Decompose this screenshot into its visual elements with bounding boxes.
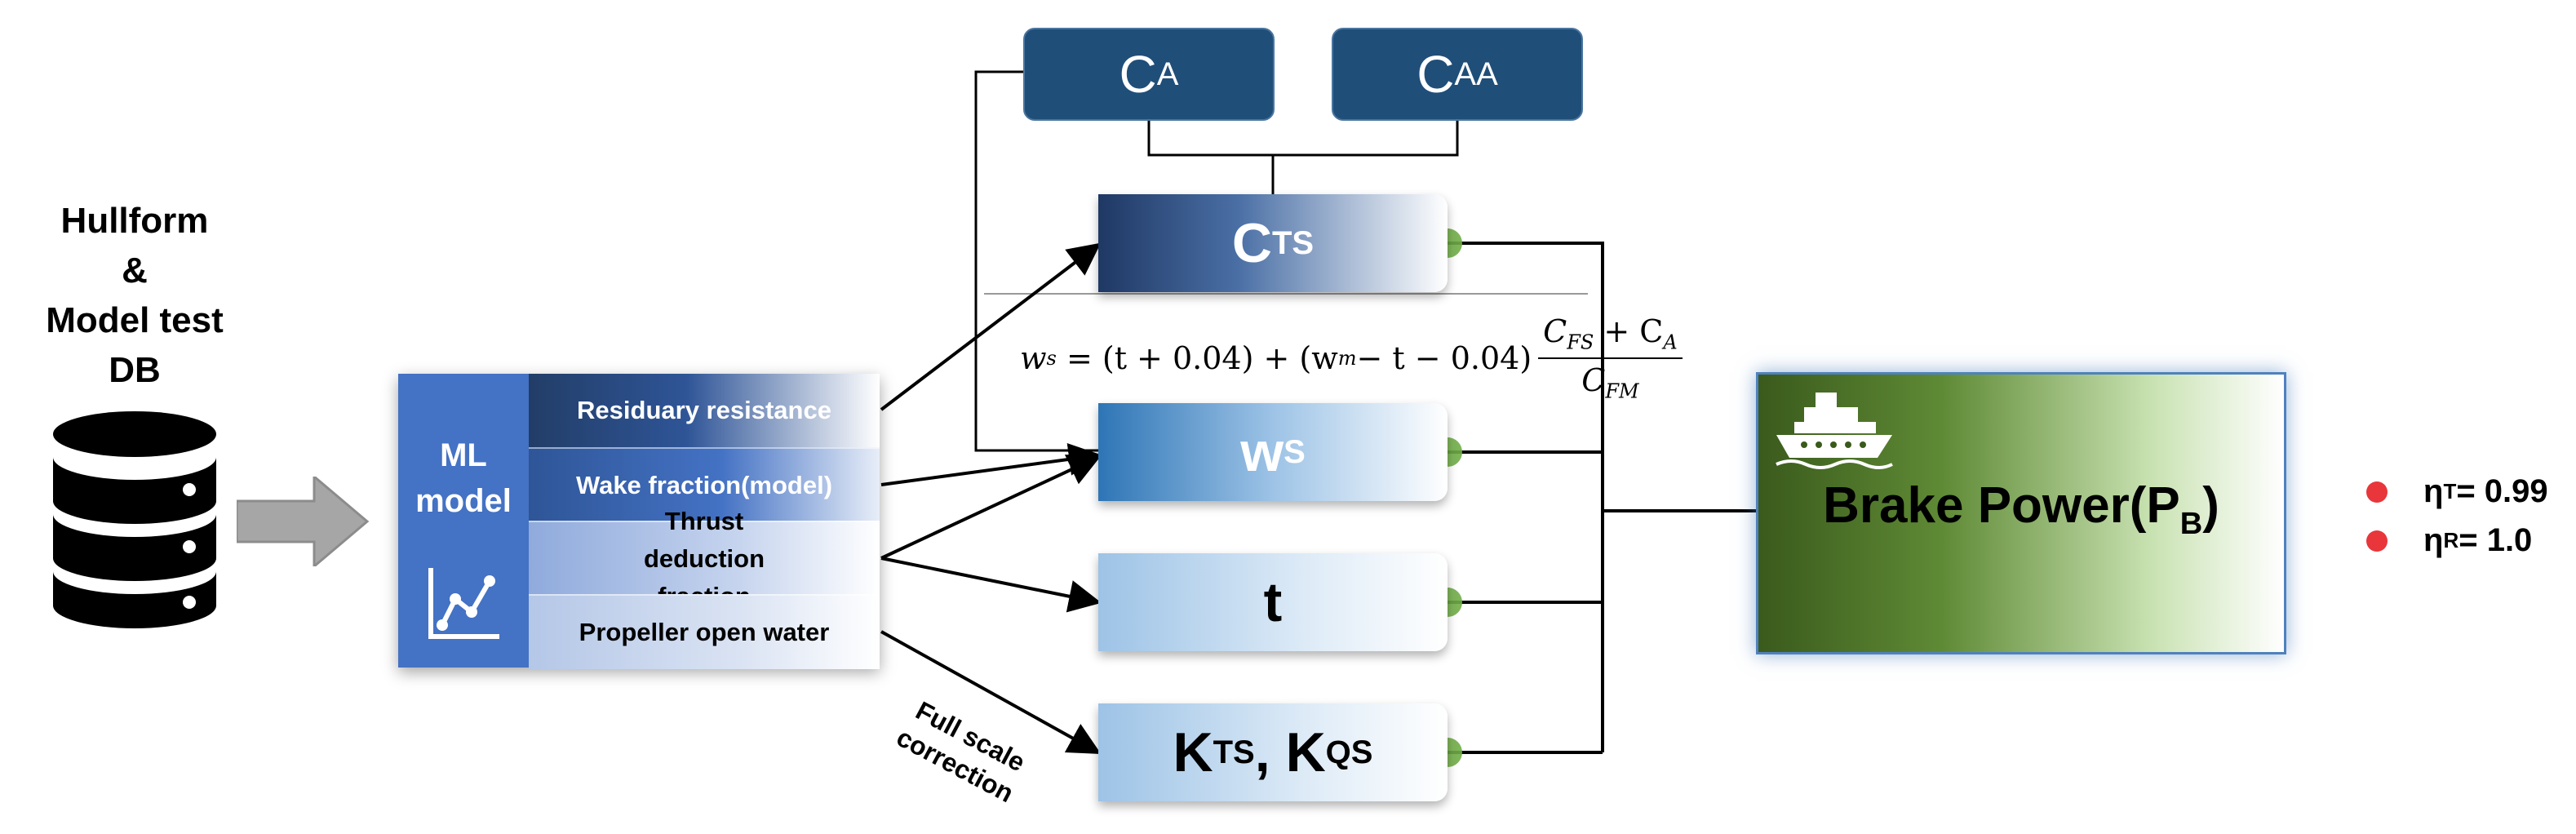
bullet-icon	[2366, 481, 2388, 503]
ship-icon	[1776, 393, 1893, 469]
caa-symbol: C	[1417, 45, 1455, 104]
t-box: t	[1098, 553, 1448, 651]
formula-num-sub2: A	[1663, 330, 1678, 354]
brake-power-subscript: B	[2179, 507, 2203, 541]
formula-middle: = (t + 0.04) + (w	[1066, 339, 1338, 376]
formula-fraction: CFS + CA CFM	[1538, 313, 1683, 402]
chart-line-icon	[428, 568, 499, 639]
arrow-residuary-to-cts	[880, 242, 1102, 411]
ml-title-line: model	[415, 483, 512, 519]
eta-r-value: = 1.0	[2459, 522, 2533, 558]
formula-lhs-sub: s	[1046, 346, 1057, 370]
database-icon	[53, 411, 216, 628]
formula-rest: − t − 0.04)	[1356, 339, 1532, 376]
ml-output-residuary-resistance: Residuary resistance	[529, 374, 880, 447]
eta-t-subscript: T	[2443, 479, 2457, 504]
arrow-thrust-to-ws	[880, 455, 1102, 560]
caa-subscript: AA	[1454, 55, 1498, 92]
kts-subscript: TS	[1213, 734, 1255, 770]
formula-numerator: CFS + CA	[1538, 313, 1683, 359]
formula-num-symbol: C	[1543, 313, 1567, 349]
brake-power-box: Brake Power(PB)	[1756, 372, 2286, 654]
eta-r-symbol: η	[2423, 522, 2444, 558]
database-label: Hullform & Model test DB	[0, 196, 269, 395]
ml-output-propeller-open-water: Propeller open water	[529, 594, 880, 669]
ml-output-wake-fraction: Wake fraction(model)	[529, 447, 880, 522]
cts-symbol: C	[1231, 212, 1272, 274]
database-label-line: Model test	[46, 300, 224, 340]
right-arrow-icon	[237, 477, 370, 566]
formula-num-sub: FS	[1567, 330, 1594, 354]
database-label-line: DB	[109, 350, 161, 390]
brake-power-suffix: )	[2202, 477, 2219, 534]
formula-num-rest: + C	[1594, 313, 1664, 349]
ml-model-block: ML model Residuary resistance Wake fract…	[398, 374, 880, 669]
brake-power-text: Brake Power(P	[1823, 477, 2180, 534]
bullet-icon	[2366, 530, 2388, 552]
kqs-symbol: K	[1285, 721, 1326, 783]
database-label-line: &	[122, 251, 148, 291]
kqs-subscript: QS	[1325, 734, 1373, 770]
arrow-thrust-to-t	[880, 557, 1102, 613]
eta-r-subscript: R	[2443, 528, 2459, 552]
ca-symbol: C	[1119, 45, 1157, 104]
ml-model-title: ML model	[398, 433, 529, 524]
cts-to-bus	[1448, 242, 1604, 752]
ca-caa-bracket	[1147, 118, 1459, 157]
ca-subscript: A	[1156, 55, 1179, 92]
ml-title-line: ML	[440, 437, 487, 473]
formula-den-sub: FM	[1605, 379, 1639, 403]
database-label-line: Hullform	[60, 201, 209, 241]
ca-to-ws-line	[974, 70, 1098, 452]
ws-symbol: w	[1240, 421, 1284, 483]
k-separator: ,	[1254, 721, 1270, 783]
arrow-wake-to-ws	[880, 443, 1102, 486]
kts-symbol: K	[1173, 721, 1213, 783]
formula-middle-sub: m	[1337, 346, 1357, 370]
ws-subscript: S	[1284, 433, 1306, 470]
cts-subscript: TS	[1271, 224, 1315, 261]
eta-t-symbol: η	[2423, 473, 2444, 509]
formula-lhs: w	[1020, 339, 1047, 376]
brake-power-label: Brake Power(PB)	[1758, 477, 2284, 542]
t-symbol: t	[1263, 571, 1283, 633]
formula-denominator: CFM	[1581, 359, 1638, 403]
ml-model-panel: ML model	[398, 374, 529, 668]
formula-den-symbol: C	[1581, 362, 1606, 398]
ml-output-thrust-deduction: Thrust deduction fraction	[529, 507, 880, 610]
arrow-propeller-to-k	[880, 630, 1102, 754]
eta-t-value: = 0.99	[2456, 473, 2548, 509]
